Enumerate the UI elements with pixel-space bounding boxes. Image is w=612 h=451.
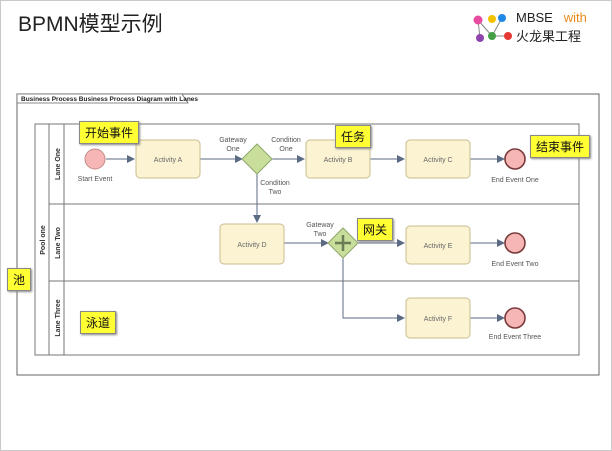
gateway-one-label-1: Gateway <box>219 137 247 144</box>
end-event-one[interactable] <box>504 148 526 170</box>
end-event-two-label: End Event Two <box>492 261 539 268</box>
brand-line2: 火龙果工程 <box>516 29 582 44</box>
condition-one-label-2: One <box>279 146 292 153</box>
activity-d[interactable] <box>219 223 285 265</box>
activity-c-label: Activity C <box>423 157 452 164</box>
condition-one-label-1: Condition <box>271 137 301 144</box>
sequence-flows <box>106 155 505 322</box>
end-event-one-label: End Event One <box>491 177 539 184</box>
activity-a-label: Activity A <box>154 157 183 164</box>
activity-b-label: Activity B <box>324 157 353 164</box>
end-event-three[interactable] <box>504 307 526 329</box>
page-title: BPMN模型示例 <box>18 13 163 36</box>
start-event[interactable] <box>84 148 106 170</box>
activity-a[interactable] <box>135 139 201 179</box>
diagram-header-tab <box>16 93 189 104</box>
callout-gateway: 网关 <box>357 218 394 241</box>
gateway-one-label-2: One <box>226 146 239 153</box>
activity-e[interactable] <box>405 225 471 265</box>
activity-f-label: Activity F <box>424 316 452 323</box>
parallel-plus-icon <box>335 235 351 251</box>
condition-two-label-2: Two <box>269 189 282 196</box>
callout-task: 任务 <box>335 125 372 148</box>
gateway-one[interactable] <box>241 143 273 175</box>
condition-two-label-1: Condition <box>260 180 290 187</box>
callout-pool: 池 <box>7 268 32 291</box>
gateway-two-label-1: Gateway <box>306 222 334 229</box>
callout-start-event: 开始事件 <box>79 121 140 144</box>
callout-end-event: 结束事件 <box>530 135 591 158</box>
pool-label: Pool one <box>40 225 47 255</box>
start-event-label: Start Event <box>78 176 113 183</box>
lane-three[interactable] <box>48 280 580 356</box>
lane-three-label: Lane Three <box>55 299 62 336</box>
brand-logo-icon <box>473 14 512 42</box>
lane-two-label: Lane Two <box>55 227 62 259</box>
activity-e-label: Activity E <box>424 243 453 250</box>
brand-line1: MBSE with <box>516 10 587 25</box>
callout-lane: 泳道 <box>80 311 117 334</box>
diagram-header: Business Process Business Process Diagra… <box>21 96 198 103</box>
end-event-three-label: End Event Three <box>489 334 542 341</box>
activity-f[interactable] <box>405 297 471 339</box>
end-event-two[interactable] <box>504 232 526 254</box>
activity-c[interactable] <box>405 139 471 179</box>
gateway-two-label-2: Two <box>314 231 327 238</box>
activity-d-label: Activity D <box>237 242 266 249</box>
lane-one-label: Lane One <box>55 148 62 180</box>
